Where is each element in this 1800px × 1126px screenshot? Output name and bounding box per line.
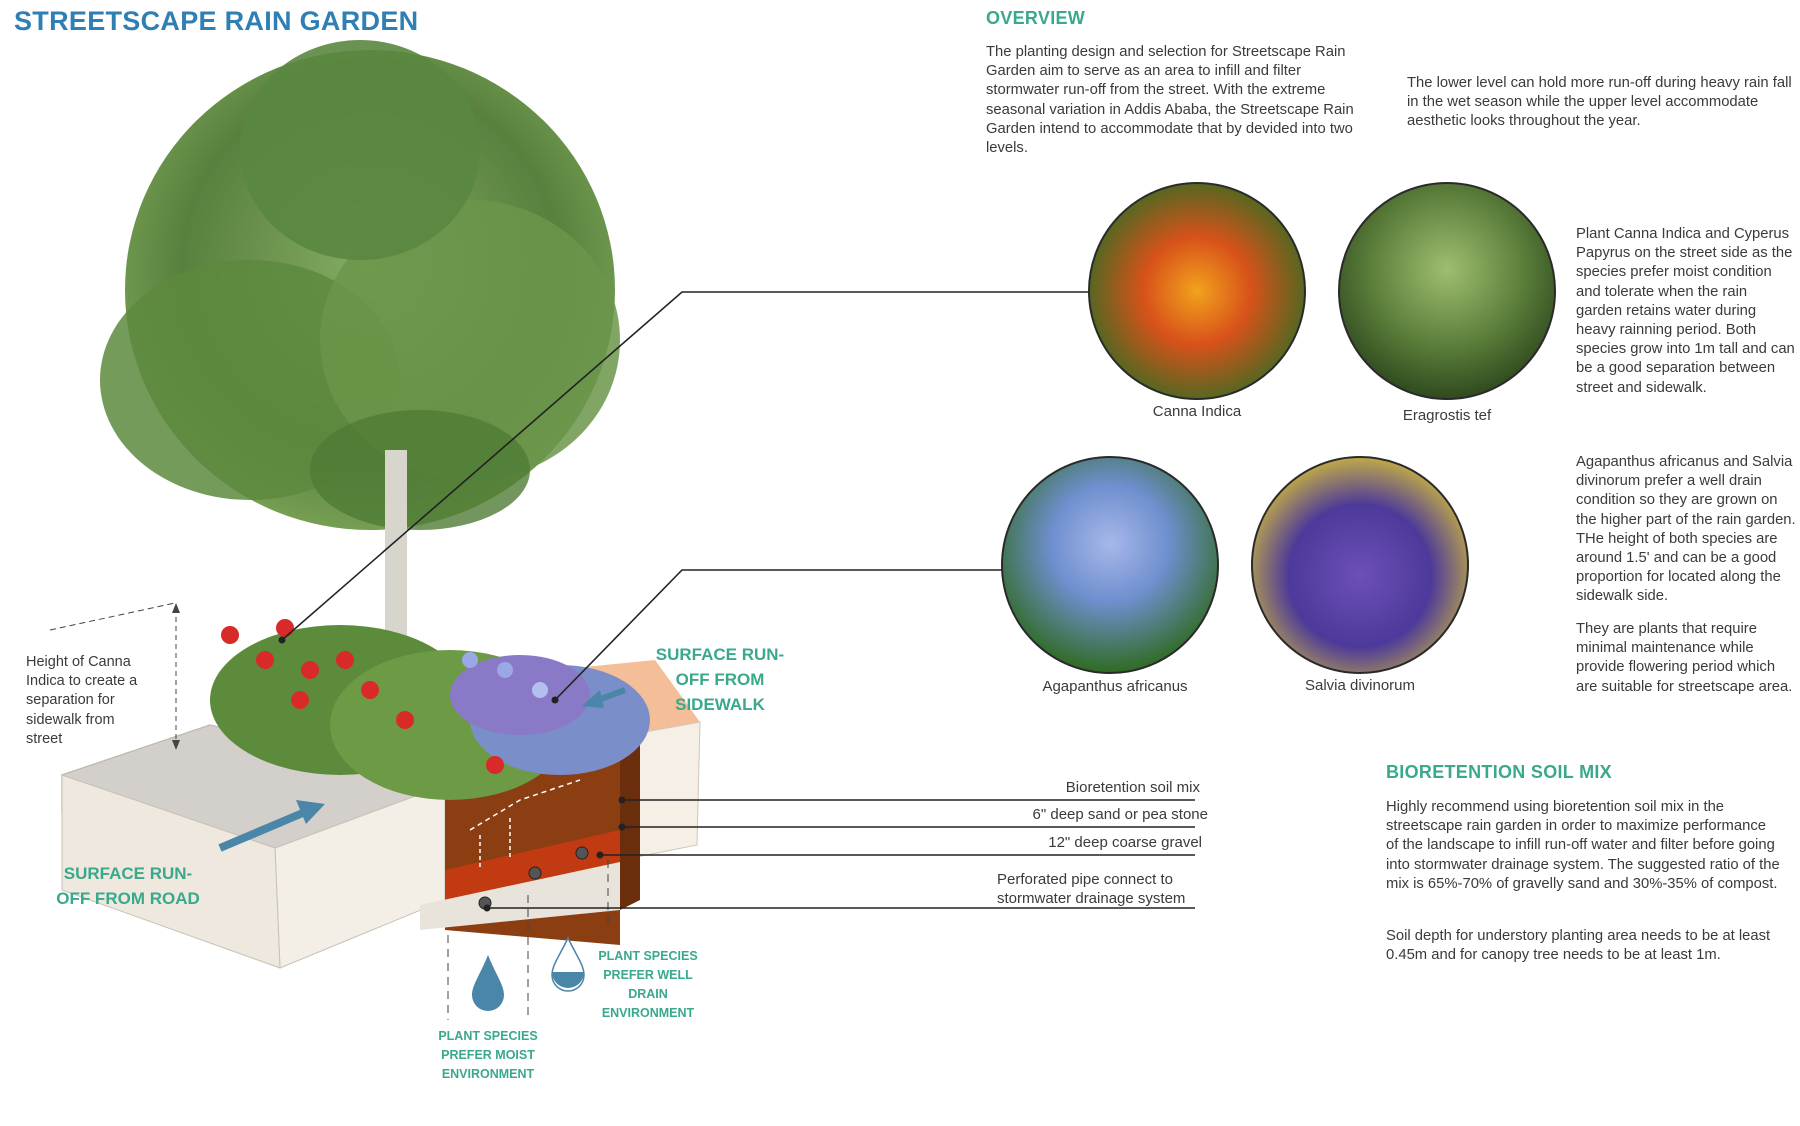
moist-environment-label: PLANT SPECIES PREFER MOIST ENVIRONMENT	[438, 1029, 538, 1081]
salvia-photo	[1251, 456, 1469, 674]
planting-bed	[210, 619, 650, 800]
height-dimension	[49, 602, 180, 750]
canna-indica-photo	[1088, 182, 1306, 400]
note-street-side: Plant Canna Indica and Cyperus Papyrus o…	[1576, 226, 1795, 396]
page-title: STREETSCAPE RAIN GARDEN	[14, 6, 419, 36]
caption-canna-indica: Canna Indica	[1152, 403, 1242, 420]
label-soil-mix: Bioretention soil mix	[1065, 779, 1200, 796]
label-gravel: 12" deep coarse gravel	[1048, 834, 1202, 851]
runoff-road-label: SURFACE RUN-OFF FROM ROAD	[56, 864, 200, 908]
soil-depth-text: Soil depth for understory planting area …	[1386, 928, 1771, 964]
tree	[100, 40, 620, 660]
note-maintenance: They are plants that require minimal mai…	[1576, 621, 1793, 695]
layer-leaders	[487, 799, 1195, 909]
runoff-sidewalk-label: SURFACE RUN-OFF FROM SIDEWALK	[655, 645, 785, 714]
water-drop-half-icon	[551, 936, 585, 992]
overview-text-levels: The lower level can hold more run-off du…	[1407, 75, 1792, 130]
soil-heading: BIORETENTION SOIL MIX	[1386, 762, 1612, 782]
overview-text: The planting design and selection for St…	[986, 44, 1354, 157]
soil-text: Highly recommend using bioretention soil…	[1386, 799, 1780, 892]
zone-guides	[447, 860, 609, 1020]
leader-lines	[281, 291, 1088, 701]
sidewalk-runoff-arrow	[582, 687, 627, 708]
label-sand: 6" deep sand or pea stone	[1032, 806, 1208, 823]
caption-salvia: Salvia divinorum	[1304, 677, 1416, 694]
caption-eragrostis-tef: Eragrostis tef	[1402, 407, 1492, 424]
caption-agapanthus: Agapanthus africanus	[1042, 678, 1188, 695]
eragrostis-tef-photo	[1338, 182, 1556, 400]
road-runoff-arrow	[218, 800, 325, 852]
water-drop-full-icon	[472, 955, 504, 1011]
height-note: Height of Canna Indica to create a separ…	[26, 654, 138, 747]
note-well-drain: Agapanthus africanus and Salvia divinoru…	[1576, 454, 1796, 605]
overview-heading: OVERVIEW	[986, 8, 1086, 28]
agapanthus-photo	[1001, 456, 1219, 674]
well-drain-environment-label: PLANT SPECIES PREFER WELL DRAIN ENVIRONM…	[598, 949, 698, 1020]
label-pipe: Perforated pipe connect to stormwater dr…	[997, 871, 1186, 907]
